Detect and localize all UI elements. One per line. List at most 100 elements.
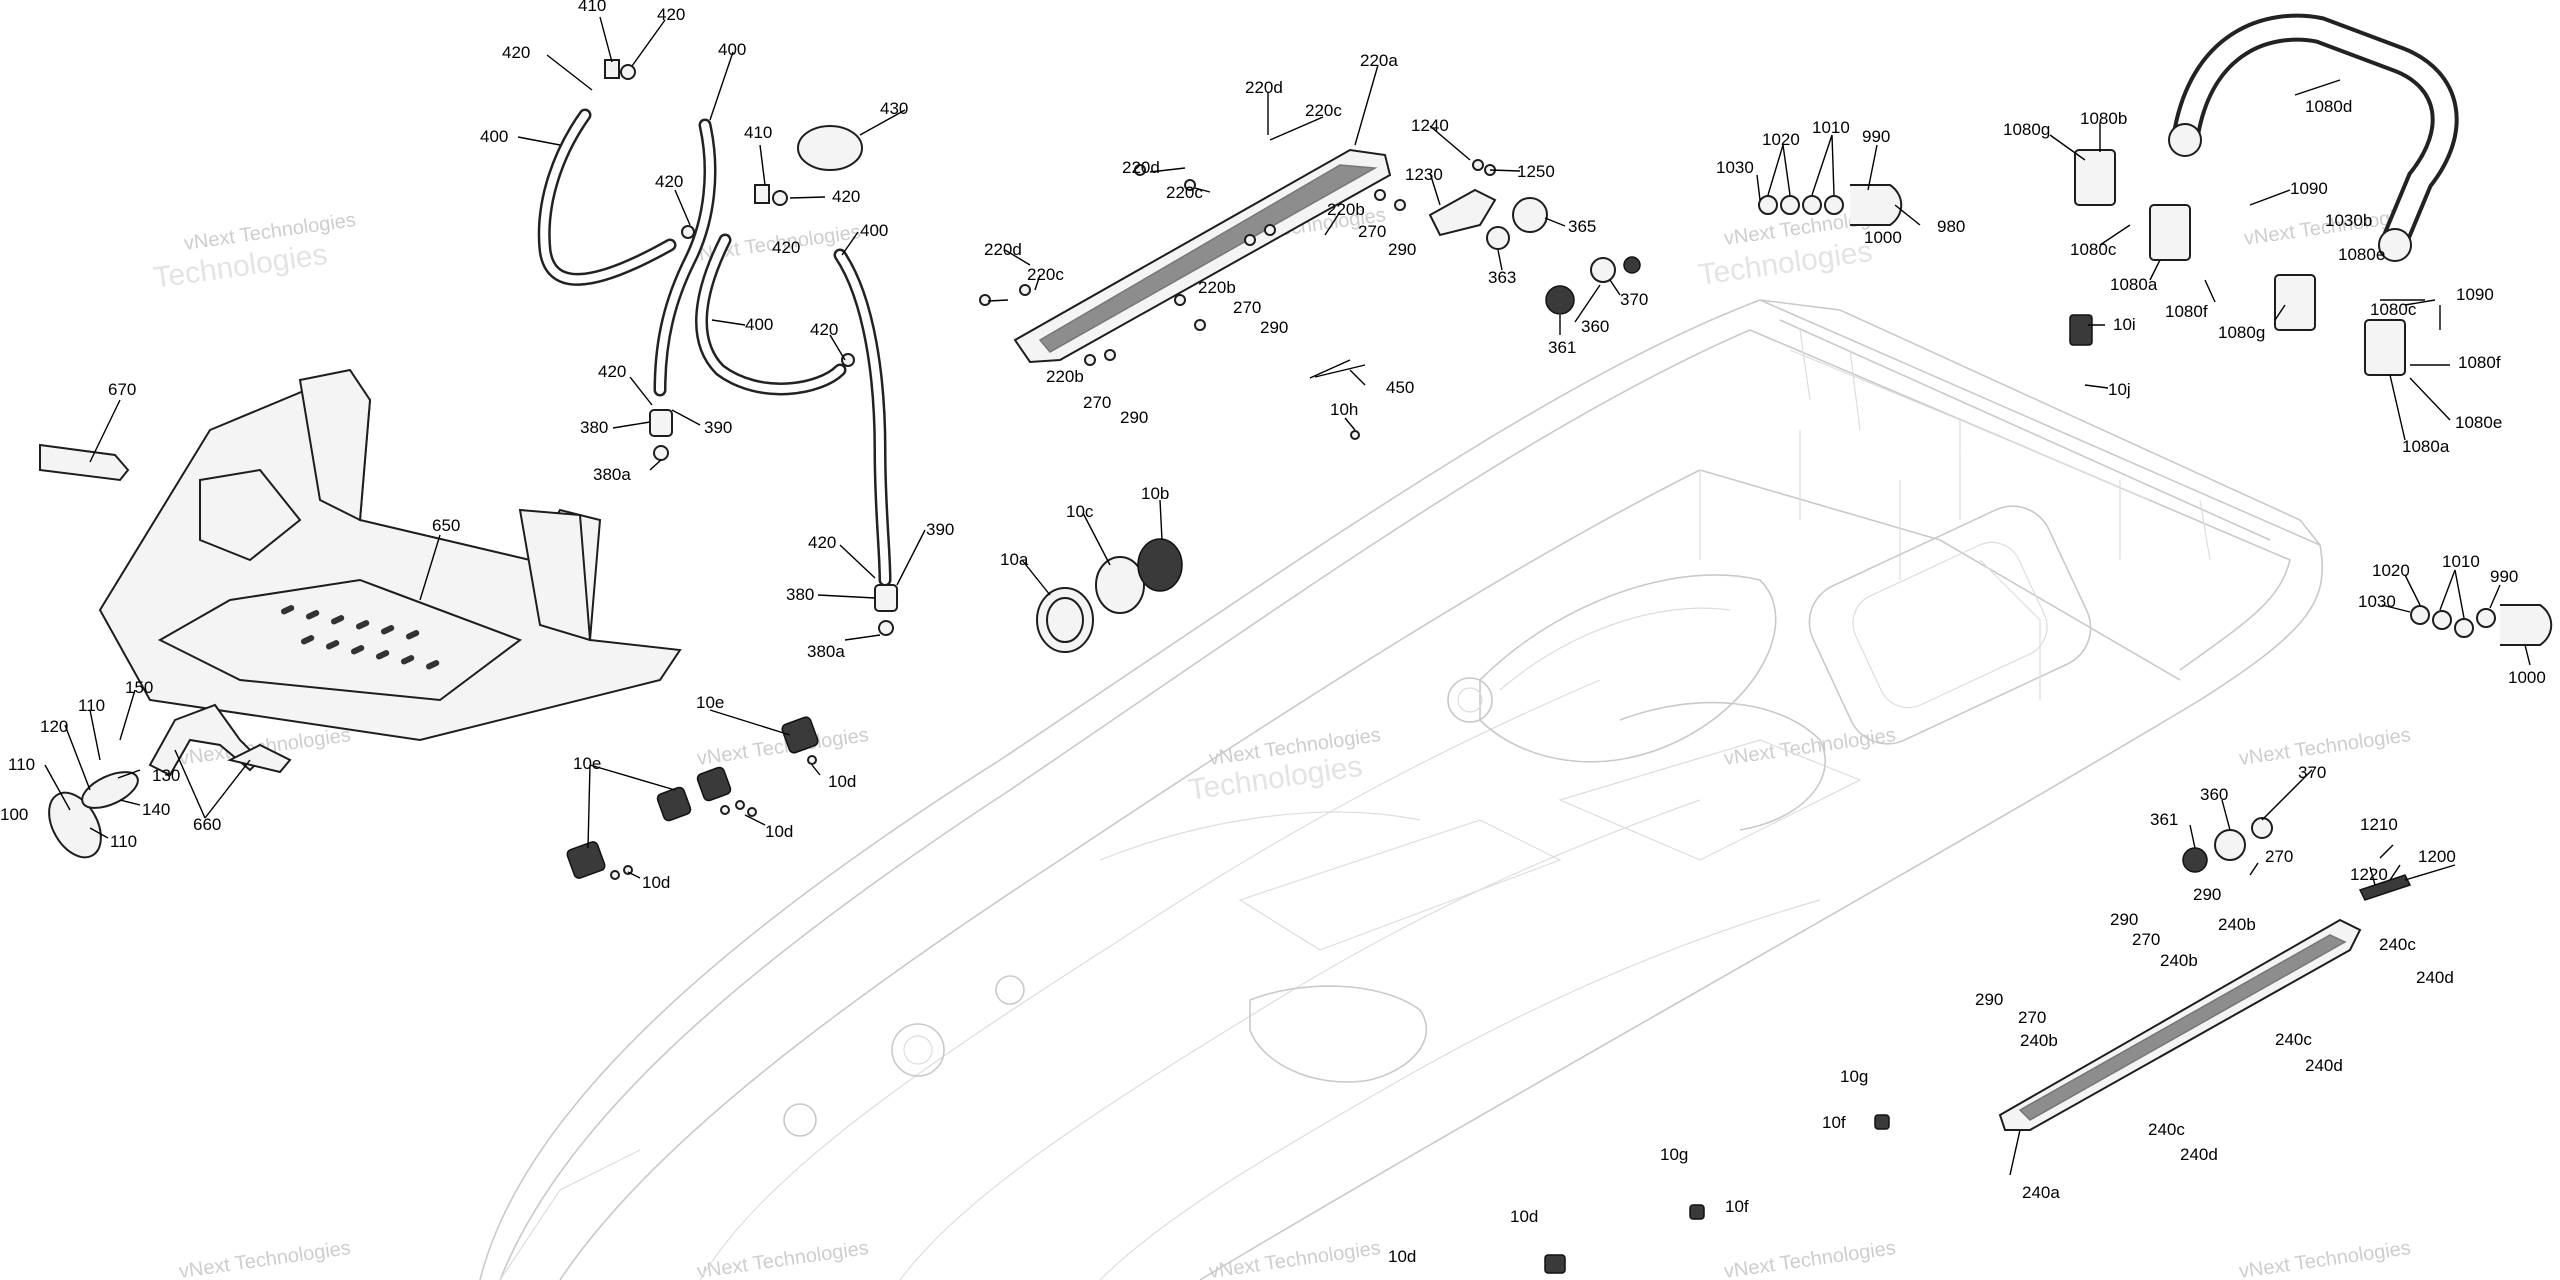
watermark-text: vNext Technologies — [2238, 1237, 2412, 1280]
fitting-icon — [754, 184, 770, 204]
part-label: 10d — [642, 873, 670, 892]
part-label: 10h — [1330, 400, 1358, 419]
part-label: 390 — [704, 418, 732, 437]
watermark-text: vNext Technologies — [696, 1237, 870, 1280]
part-label: 220c — [1305, 101, 1342, 120]
part-label: 450 — [1386, 378, 1414, 397]
part-label: 1030 — [2358, 592, 2396, 611]
part-label: 220d — [1122, 158, 1160, 177]
part-label: 650 — [432, 516, 460, 535]
valve-icon — [649, 409, 673, 437]
part-label: 980 — [1937, 217, 1965, 236]
part-label: 380 — [786, 585, 814, 604]
part-label: 220c — [1166, 183, 1203, 202]
part-label: 1010 — [1812, 118, 1850, 137]
part-label: 290 — [1388, 240, 1416, 259]
part-label: 10b — [1141, 484, 1169, 503]
part-label: 360 — [1581, 317, 1609, 336]
part-label: 1080b — [2080, 109, 2127, 128]
watermark-text: Technologies — [1696, 235, 1874, 292]
part-label: 220a — [1360, 51, 1398, 70]
part-label: 110 — [78, 696, 105, 715]
part-label: 290 — [1120, 408, 1148, 427]
part-label: 410 — [578, 0, 606, 15]
part-label: 670 — [108, 380, 136, 399]
part-label: 270 — [1083, 393, 1111, 412]
part-label: 270 — [2132, 930, 2160, 949]
part-label: 1200 — [2418, 847, 2456, 866]
rear-grab-handle-1080d — [2069, 13, 2459, 376]
part-label: 1080d — [2305, 97, 2352, 116]
part-label: 1020 — [1762, 130, 1800, 149]
part-label: 361 — [2150, 810, 2178, 829]
part-label: 363 — [1488, 268, 1516, 287]
valve-icon — [874, 584, 898, 612]
part-label: 270 — [2018, 1008, 2046, 1027]
part-label: 10i — [2113, 315, 2136, 334]
part-label: 10e — [573, 754, 601, 773]
part-label: 10g — [1660, 1145, 1688, 1164]
part-label: 1230 — [1405, 165, 1443, 184]
part-label: 1080e — [2338, 245, 2385, 264]
part-label: 410 — [744, 123, 772, 142]
rail-240a — [1998, 817, 2412, 1131]
misc-small-parts — [1309, 359, 1890, 1274]
part-label: 10j — [2108, 380, 2131, 399]
part-label: 1080a — [2402, 437, 2450, 456]
part-label: 240a — [2022, 1183, 2060, 1202]
vent-parts — [566, 716, 819, 880]
part-label: 660 — [193, 815, 221, 834]
part-label: 400 — [745, 315, 773, 334]
clamp-icon — [841, 353, 855, 367]
part-label: 361 — [1548, 338, 1576, 357]
part-label: 150 — [125, 678, 153, 697]
part-label: 390 — [926, 520, 954, 539]
part-label: 240c — [2379, 935, 2416, 954]
part-label: 290 — [2193, 885, 2221, 904]
part-label: 1090 — [2456, 285, 2494, 304]
part-label: 380 — [580, 418, 608, 437]
part-label: 110 — [8, 755, 35, 774]
part-label: 10a — [1000, 550, 1029, 569]
part-label: 430 — [880, 99, 908, 118]
part-label: 220c — [1027, 265, 1064, 284]
part-label: 100 — [0, 805, 28, 824]
part-label: 220b — [1327, 200, 1365, 219]
part-label: 10g — [1840, 1067, 1868, 1086]
part-label: 1250 — [1517, 162, 1555, 181]
part-label: 220b — [1198, 278, 1236, 297]
hull-outline — [479, 299, 2324, 1280]
part-label: 400 — [480, 127, 508, 146]
part-label: 130 — [152, 766, 180, 785]
clamp-icon — [681, 225, 695, 239]
part-label: 290 — [2110, 910, 2138, 929]
cap-icon — [878, 620, 894, 636]
cap-icon — [653, 445, 669, 461]
part-label: 370 — [1620, 290, 1648, 309]
hose-assembly — [537, 59, 898, 636]
fitting-icon — [604, 59, 620, 79]
part-label: 380a — [807, 642, 845, 661]
part-label: 10f — [1822, 1113, 1846, 1132]
clamp-icon — [620, 64, 636, 80]
part-label: 140 — [142, 800, 170, 819]
cup-holder-parts — [1036, 538, 1183, 653]
part-label: 990 — [1862, 127, 1890, 146]
part-label: 10f — [1725, 1197, 1749, 1216]
part-label: 420 — [655, 172, 683, 191]
part-label: 1240 — [1411, 116, 1449, 135]
part-label: 1080g — [2218, 323, 2265, 342]
part-label: 1000 — [2508, 668, 2546, 687]
storage-tray-650 — [39, 368, 682, 859]
part-label: 1030b — [2325, 211, 2372, 230]
part-label: 10d — [828, 772, 856, 791]
part-label: 1030 — [1716, 158, 1754, 177]
part-label: 10e — [696, 693, 724, 712]
part-label: 365 — [1568, 217, 1596, 236]
part-label: 220d — [1245, 78, 1283, 97]
strap-670 — [39, 443, 130, 482]
part-label: 270 — [1358, 222, 1386, 241]
part-label: 1080c — [2370, 300, 2417, 319]
part-label: 240b — [2160, 951, 2198, 970]
